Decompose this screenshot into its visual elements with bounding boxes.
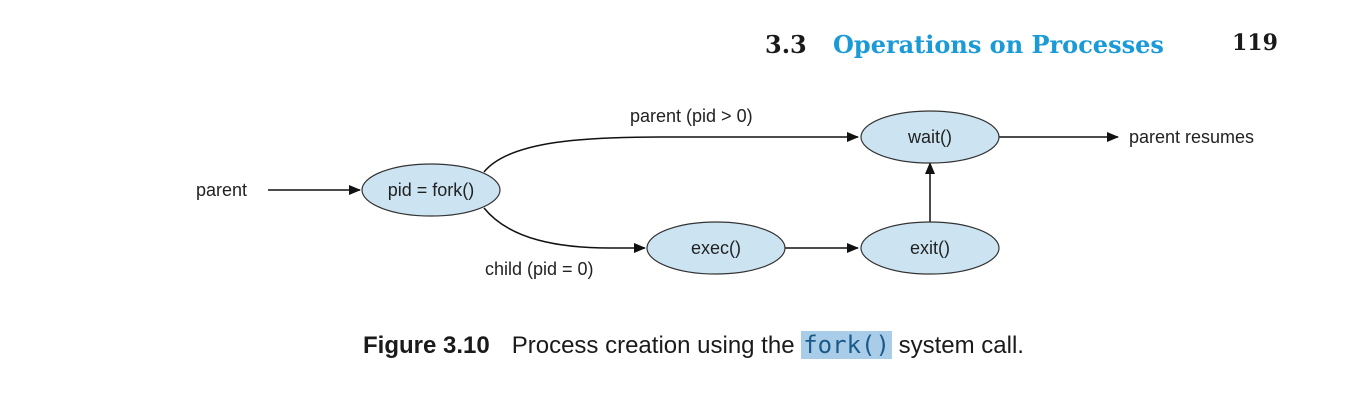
caption-code: fork() <box>801 331 892 359</box>
page-number: 119 <box>1232 30 1278 56</box>
page-header: 3.3 Operations on Processes 119 <box>0 28 1345 68</box>
exec-node <box>646 221 786 275</box>
parent-branch-arrow <box>483 132 859 173</box>
fork-node-label: pid = fork() <box>388 180 475 200</box>
caption-text-end: system call. <box>891 332 1024 359</box>
section-title: Operations on Processes <box>833 30 1164 59</box>
figure-caption: Figure 3.10 Process creation using the fo… <box>363 331 1024 360</box>
parent-input-label: parent <box>196 180 247 200</box>
wait-node-label: wait() <box>907 127 952 147</box>
caption-text: Process creation using the <box>511 332 802 359</box>
fork-process-diagram: pid = fork() wait() exec() exit() parent… <box>196 106 1254 279</box>
figure-label: Figure 3.10 <box>363 332 490 359</box>
child-branch-arrow <box>483 207 646 253</box>
fork-node <box>361 163 501 217</box>
exit-node-label: exit() <box>910 238 950 258</box>
child-branch-label: child (pid = 0) <box>485 259 594 279</box>
exec-node-label: exec() <box>691 238 741 258</box>
wait-node <box>860 110 1000 164</box>
parent-resumes-label: parent resumes <box>1129 127 1254 147</box>
exit-node <box>860 221 1000 275</box>
section-number: 3.3 <box>765 30 807 59</box>
parent-branch-label: parent (pid > 0) <box>630 106 753 126</box>
